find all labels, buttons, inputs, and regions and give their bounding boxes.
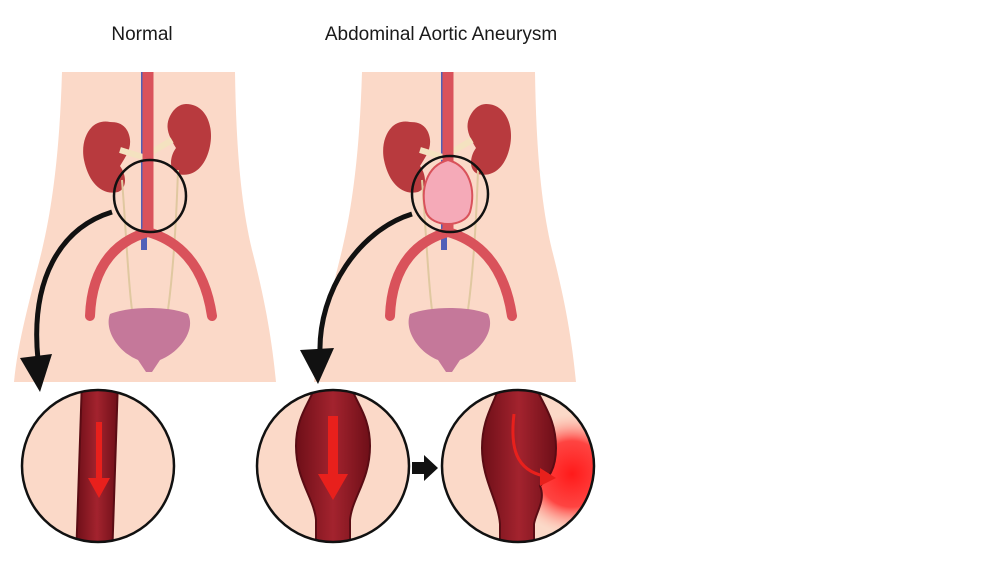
- torso-aneurysm: [300, 72, 576, 384]
- magnifier-ring: [410, 154, 490, 234]
- leak-arrow-head-icon: [540, 468, 556, 486]
- iliac-arteries: [85, 227, 217, 321]
- zoom-circle-normal: [20, 388, 176, 544]
- kidney-right: [167, 104, 211, 175]
- zoom-arrow-head: [20, 354, 52, 392]
- zoom-arrow: [317, 211, 413, 355]
- leak-flow-arrow: [511, 413, 545, 478]
- panel-title-aneurysm: Abdominal Aortic Aneurysm: [324, 24, 558, 45]
- panel-title-normal: Normal: [111, 24, 173, 45]
- kidney-right: [467, 104, 511, 175]
- flow-arrow-icon: [318, 416, 348, 500]
- torso-normal: [14, 72, 276, 392]
- aneurysm-bulge: [422, 158, 474, 225]
- zoom-arrow: [34, 209, 113, 361]
- zoom-circle-aneurysm: [255, 388, 411, 544]
- flow-arrow-icon: [88, 422, 110, 498]
- ureters: [121, 169, 179, 311]
- iliac-arteries: [385, 227, 517, 321]
- kidney-left: [83, 121, 131, 193]
- progression-arrow-icon: [412, 455, 438, 481]
- bladder: [108, 308, 191, 372]
- zoom-arrow-head: [300, 348, 334, 384]
- bladder: [408, 308, 491, 372]
- magnifier-ring: [112, 158, 188, 234]
- zoom-circle-rupture: [440, 388, 596, 544]
- renal-vessels: [119, 137, 174, 161]
- vessel-ruptured: [480, 390, 558, 542]
